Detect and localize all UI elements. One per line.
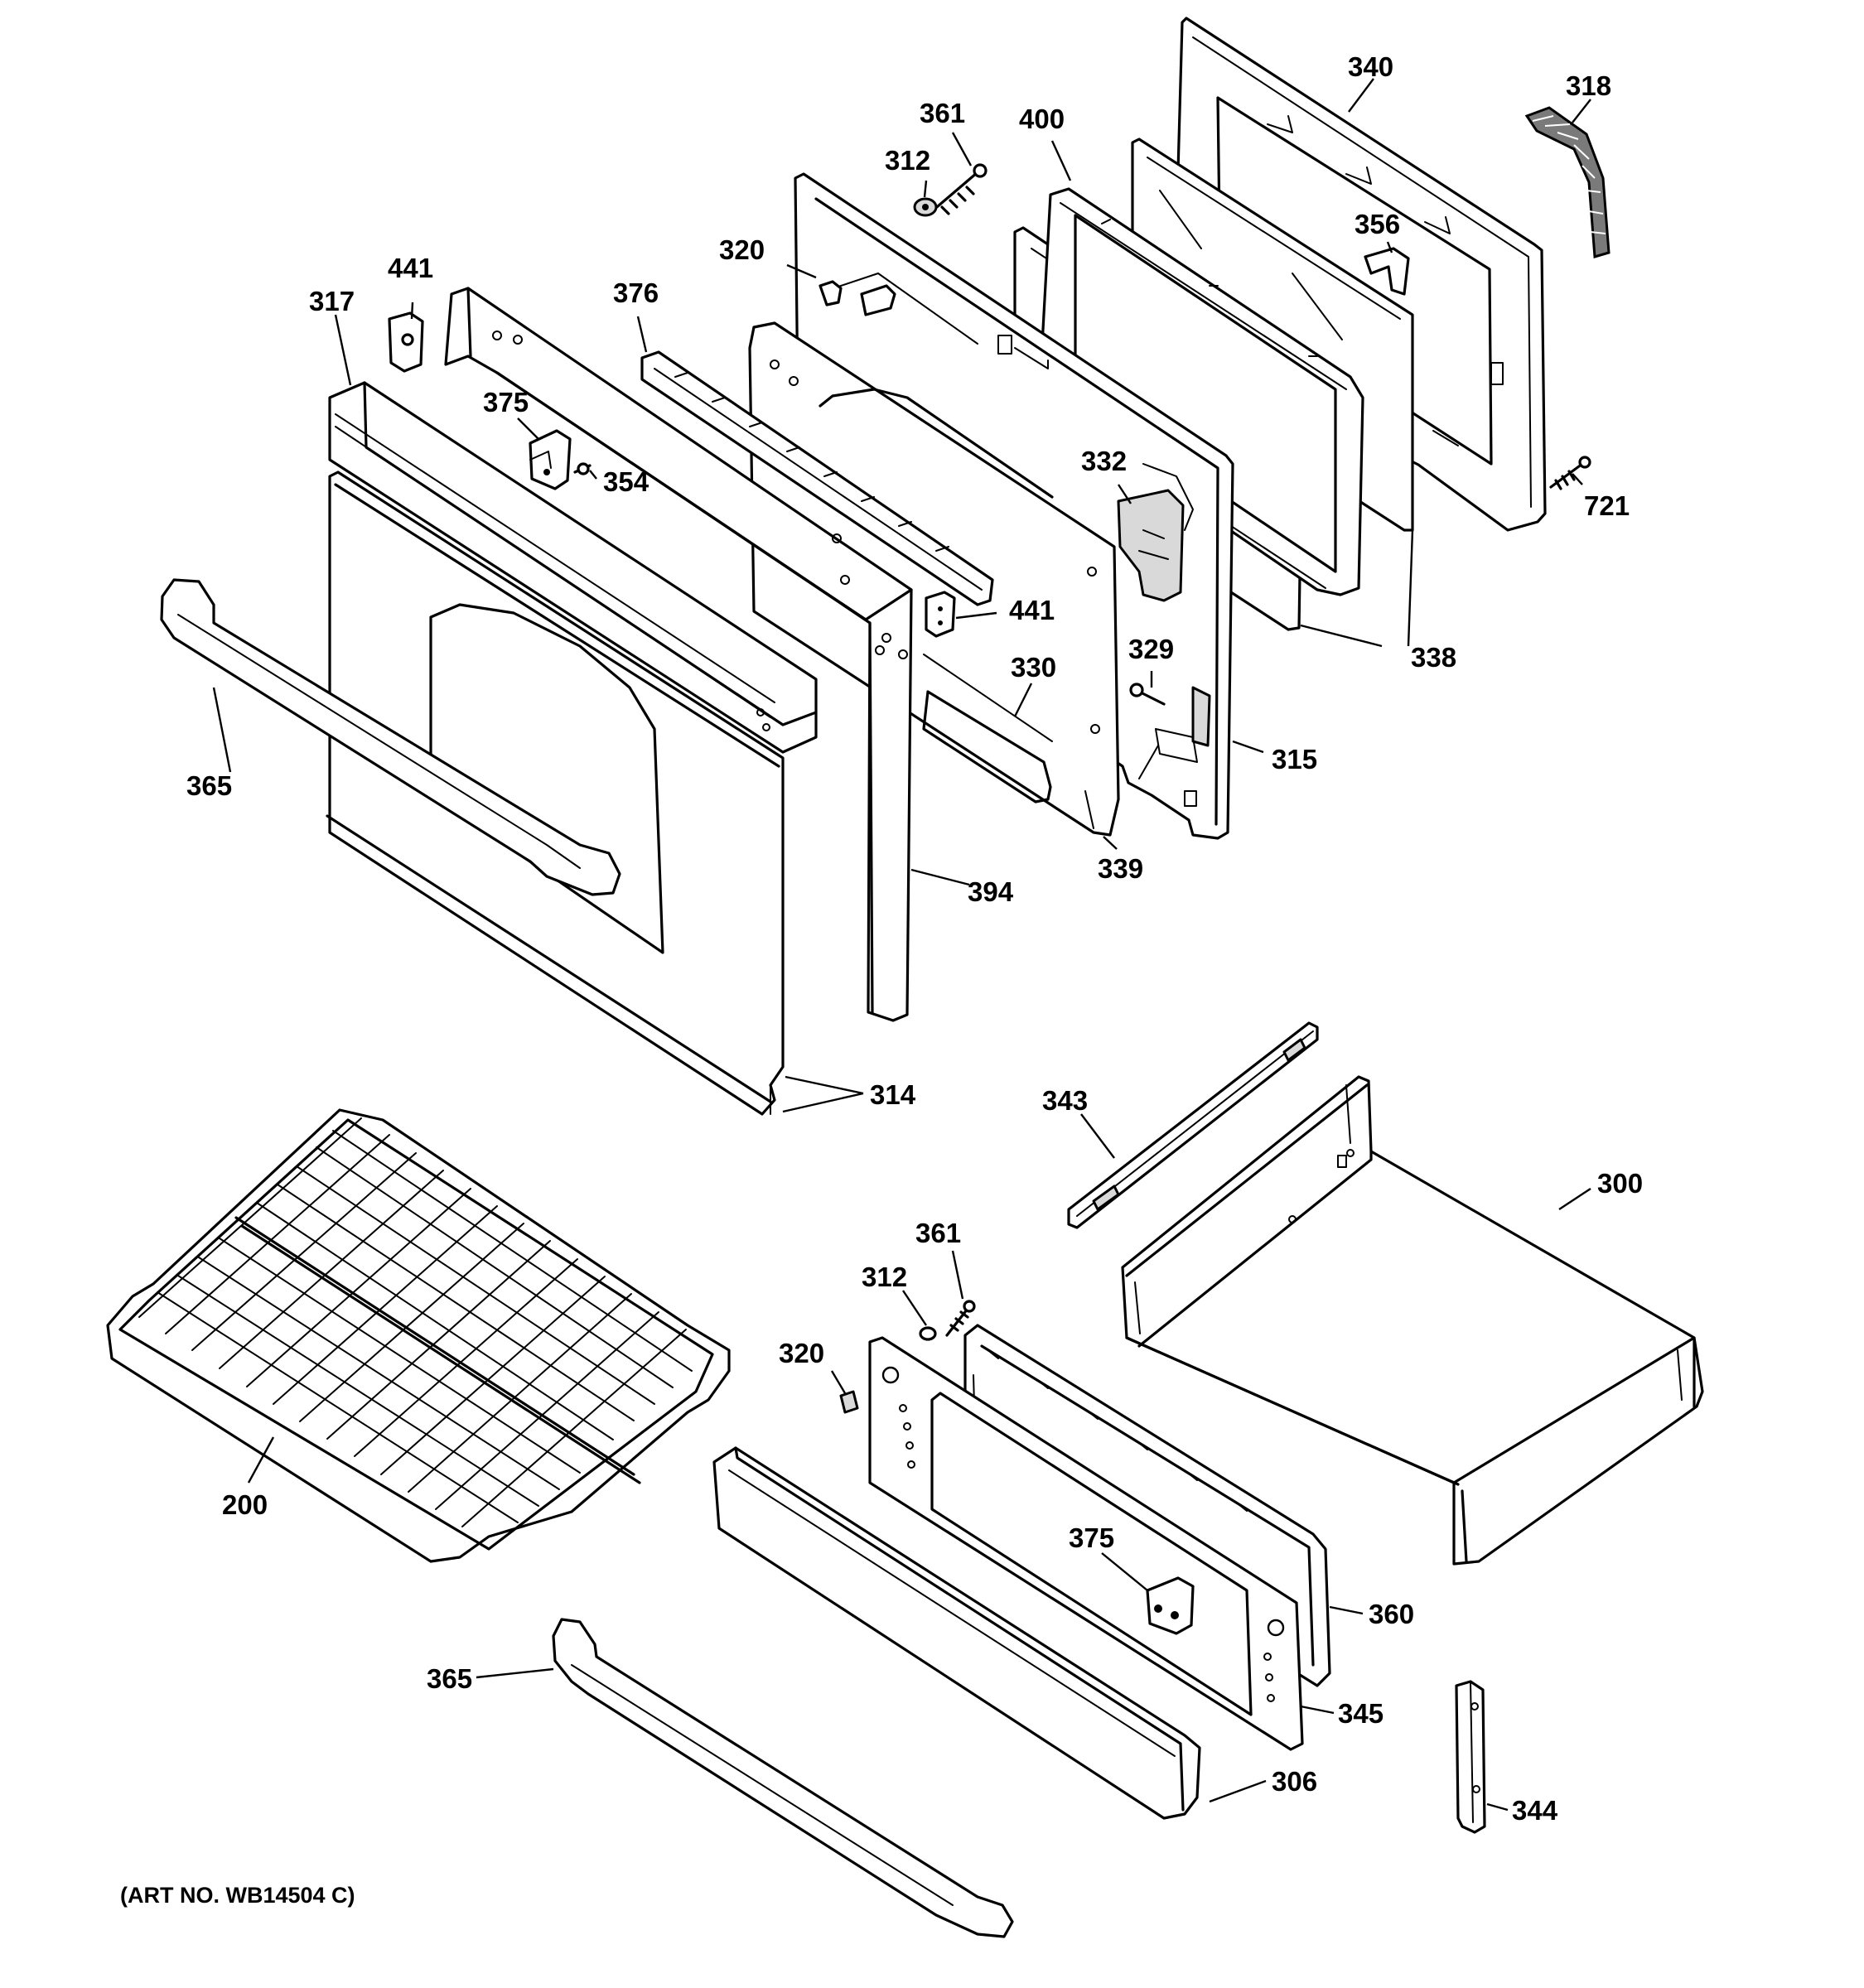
label-343: 343 [1042,1085,1088,1116]
label-340: 340 [1348,51,1393,82]
label-330: 330 [1011,652,1056,683]
part-394-door-frame [444,287,913,1022]
part-318-door-gasket [1524,106,1610,258]
leader-lines [212,78,1591,1812]
part-329-screw [1129,683,1166,706]
label-376: 376 [613,277,659,308]
part-320-bottom-clip [839,1390,859,1414]
label-345: 345 [1338,1698,1384,1729]
part-376-vent-strip [640,350,994,606]
part-332-insulation [1117,489,1185,602]
part-441-top-bracket [388,311,424,373]
label-200: 200 [222,1489,268,1520]
part-356-bracket [1364,247,1410,296]
label-375-top: 375 [483,387,529,417]
part-317-door-top-trim [328,381,818,754]
label-361-top: 361 [920,98,965,128]
part-344-rear-bracket [1455,1680,1486,1834]
label-441-top: 441 [388,253,433,283]
part-200-oven-rack [106,1108,731,1563]
part-300-drawer-body [1121,1075,1704,1566]
label-339: 339 [1098,853,1143,884]
part-number-labels: 340 318 361 400 312 356 320 441 376 317 … [186,51,1643,1826]
part-320-hinge-clip [819,280,896,316]
part-375-bottom-bracket [1146,1576,1195,1635]
label-344: 344 [1512,1795,1558,1826]
label-394: 394 [968,876,1014,907]
label-365-top: 365 [186,770,232,801]
part-375-top-bracket [529,429,572,490]
label-721: 721 [1584,490,1630,521]
label-317: 317 [309,286,355,316]
part-361-312-bottom-screw [919,1300,976,1341]
part-354-screw [573,462,592,475]
label-312-top: 312 [885,145,930,176]
label-320-top: 320 [719,234,765,265]
part-361-312-screw-washer [913,163,988,217]
part-330-liner-window [922,654,1053,803]
art-number-caption: (ART NO. WB14504 C) [120,1883,355,1908]
label-400: 400 [1019,104,1065,134]
label-360: 360 [1369,1599,1414,1629]
part-306-drawer-front [712,1446,1201,1820]
label-306: 306 [1272,1766,1317,1797]
label-338: 338 [1411,642,1456,673]
part-721-screw [1549,456,1591,490]
label-441-mid: 441 [1009,595,1055,625]
label-312-bottom: 312 [862,1262,907,1292]
part-345-drawer-liner [868,1336,1304,1751]
label-314: 314 [870,1079,916,1110]
label-354: 354 [603,466,650,497]
label-375-bottom: 375 [1069,1522,1114,1553]
part-343-slide-rail [1067,1021,1319,1229]
part-441-mid-bracket [925,591,956,638]
label-320-bottom: 320 [779,1338,824,1368]
label-332: 332 [1081,446,1127,476]
label-361-bottom: 361 [915,1218,961,1248]
label-329: 329 [1128,634,1174,664]
label-365-bottom: 365 [427,1663,472,1694]
part-365-bottom-handle [552,1618,1014,1938]
label-356: 356 [1355,209,1400,239]
label-315: 315 [1272,744,1317,774]
label-300: 300 [1597,1168,1643,1199]
part-365-top-handle [160,578,621,896]
label-318: 318 [1566,70,1611,101]
